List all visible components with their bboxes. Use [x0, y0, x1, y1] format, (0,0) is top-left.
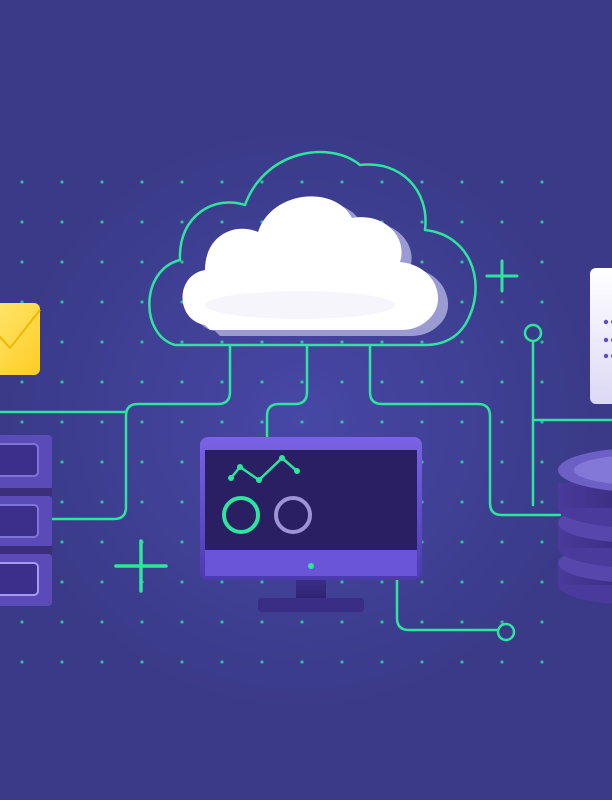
document-icon	[590, 268, 612, 404]
connector-node-icon	[496, 323, 543, 642]
cloud-icon	[182, 196, 449, 336]
cloud-outline	[148, 150, 477, 347]
monitor-icon	[200, 437, 422, 612]
server-rack-icon	[0, 435, 52, 606]
database-icon	[558, 449, 612, 604]
plus-icon	[114, 259, 519, 593]
envelope-icon	[0, 303, 41, 375]
connection-lines	[0, 150, 612, 632]
